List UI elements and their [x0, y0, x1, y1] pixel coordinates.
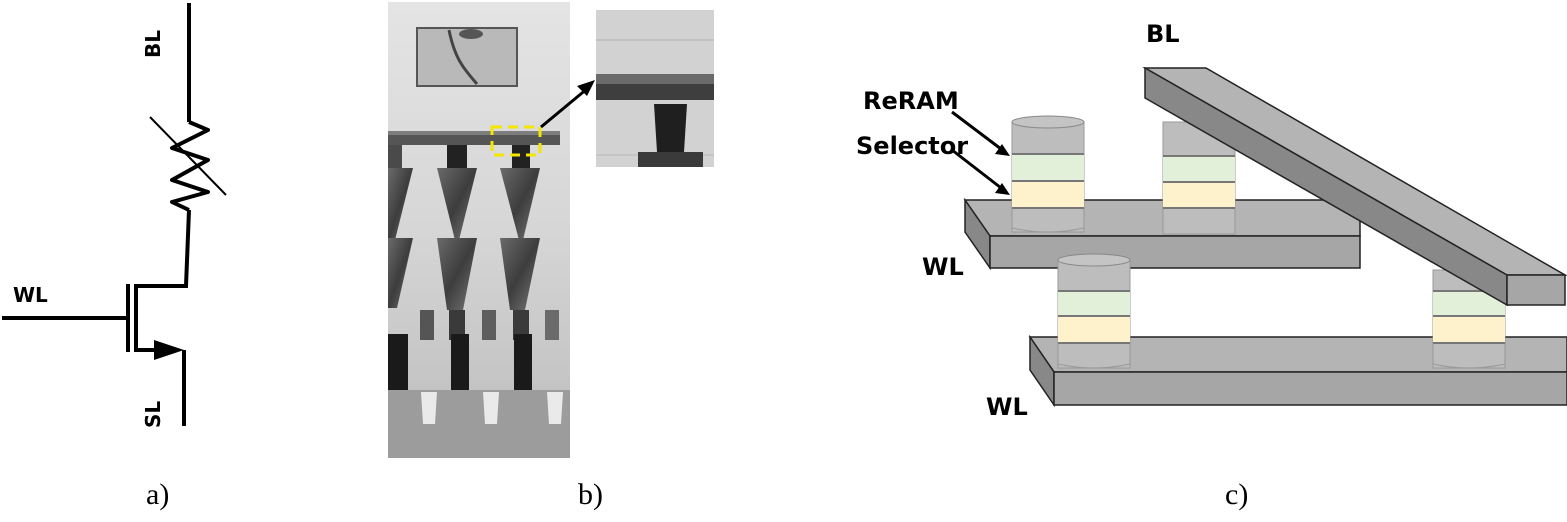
- memory-cell: [1011, 115, 1085, 233]
- label-reram: ReRAM: [863, 87, 959, 115]
- caption-a: a): [146, 478, 170, 511]
- zoom-arrow: [540, 86, 589, 129]
- panel-c-crossbar: BL ReRAM Selector WL WL: [830, 0, 1567, 470]
- tem-micrograph: [388, 2, 714, 458]
- label-selector: Selector: [856, 132, 968, 160]
- label-sl: SL: [141, 401, 165, 428]
- caption-b: b): [578, 478, 603, 511]
- variable-resistor-arrow: [149, 116, 227, 196]
- bitline-bar: [1142, 66, 1567, 307]
- label-bl: BL: [1146, 20, 1180, 48]
- label-wl: WL: [13, 283, 48, 307]
- reram-pointer-arrow: [951, 110, 1010, 156]
- source-arrow-icon: [154, 340, 184, 360]
- panel-a-circuit: BL WL SL: [0, 0, 260, 470]
- label-bl: BL: [141, 30, 165, 58]
- circuit-schematic: BL WL SL: [2, 3, 227, 428]
- zoom-arrow-head-icon: [577, 80, 595, 96]
- panel-b-micrograph: [385, 0, 715, 470]
- selector-pointer-arrow: [951, 148, 1010, 195]
- variable-resistor: [170, 120, 210, 212]
- micrograph-inset: [596, 10, 714, 167]
- memory-cell: [1057, 253, 1131, 369]
- drain-wire: [137, 209, 191, 288]
- caption-c: c): [1225, 478, 1249, 511]
- reram-layer-band: [388, 133, 560, 145]
- memory-cell: [1162, 121, 1236, 235]
- label-wl-top: WL: [922, 253, 964, 281]
- label-wl-bottom: WL: [986, 393, 1028, 421]
- highlight-box: [490, 125, 542, 157]
- crossbar-diagram: BL ReRAM Selector WL WL: [856, 20, 1567, 421]
